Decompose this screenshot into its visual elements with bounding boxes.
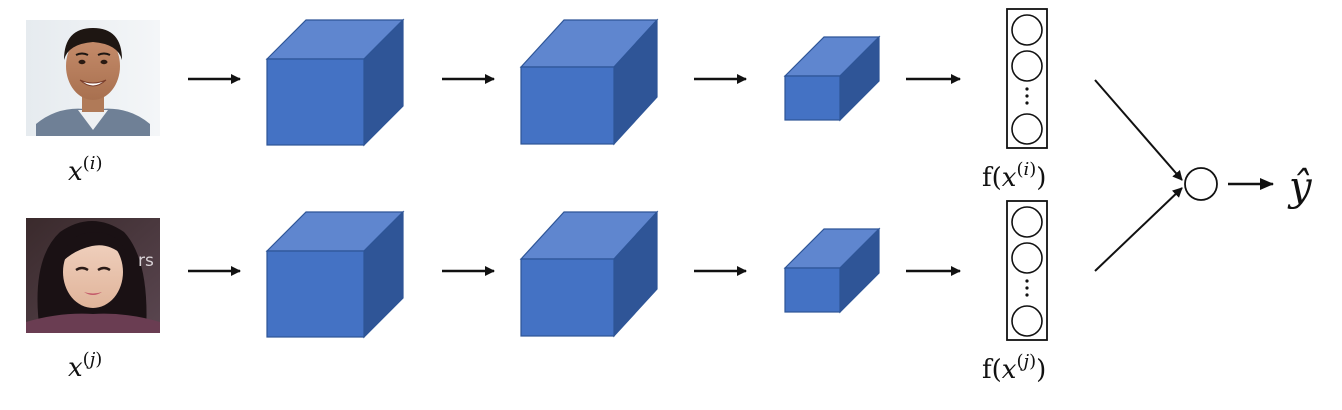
input-label-j: x(j) <box>68 349 102 383</box>
vector-node <box>1011 14 1043 46</box>
input-label-i-sup-var: i <box>90 153 96 174</box>
encoding-vector-j <box>1006 200 1048 341</box>
vector-node <box>1011 206 1043 238</box>
vector-node <box>1011 242 1043 274</box>
man-face-photo-icon <box>26 20 160 136</box>
vector-ellipsis-dot <box>1025 94 1029 98</box>
vector-ellipsis-dot <box>1025 279 1029 283</box>
encoding-label-i-sup-var: i <box>1023 159 1029 180</box>
vector-ellipsis-dot <box>1025 286 1029 290</box>
input-label-j-sup-var: j <box>86 349 96 370</box>
woman-face-photo-icon: rs <box>26 218 160 333</box>
encoding-label-i-sup-close: ) <box>1029 159 1036 180</box>
vector-ellipsis-dot <box>1025 101 1029 105</box>
encoding-label-i-base: x <box>1002 163 1017 193</box>
input-label-j-sup-close: ) <box>95 349 102 370</box>
input-label-j-base: x <box>68 353 83 383</box>
input-label-i-sup-open: ( <box>83 153 90 174</box>
vector-ellipsis-dot <box>1025 293 1029 297</box>
cube-front-face <box>520 258 615 337</box>
vector-node <box>1011 50 1043 82</box>
vector-node <box>1011 305 1043 337</box>
conv-block-row1-1 <box>265 18 405 147</box>
input-label-j-sup-open: ( <box>83 349 90 370</box>
cube-front-face <box>266 58 365 146</box>
encoding-label-j-f: f( <box>982 355 1002 385</box>
encoding-label-j-sup-open: ( <box>1016 351 1023 372</box>
merge-arrow-top <box>1094 79 1183 181</box>
input-label-i-base: x <box>68 157 83 187</box>
conv-block-row2-1 <box>265 210 405 339</box>
output-label: ŷ <box>1287 164 1313 210</box>
conv-block-row2-2 <box>519 210 659 338</box>
cube-front-face <box>784 75 841 121</box>
vector-node <box>1011 113 1043 145</box>
photo-overlay-text: rs <box>138 251 154 271</box>
photo1 <box>26 20 160 136</box>
cube-front-face <box>784 267 841 313</box>
conv-block-row1-3 <box>783 35 881 122</box>
encoding-label-i-close: ) <box>1036 163 1046 193</box>
input-label-i: x(i) <box>68 153 103 187</box>
encoding-label-i-sup-open: ( <box>1016 159 1023 180</box>
cube-front-face <box>266 250 365 338</box>
encoding-vector-i <box>1006 8 1048 149</box>
vector-ellipsis-dot <box>1025 87 1029 91</box>
input-label-i-sup-close: ) <box>95 153 102 174</box>
photo2: rs <box>26 218 160 333</box>
encoding-label-j-base: x <box>1002 355 1017 385</box>
conv-block-row1-2 <box>519 18 659 146</box>
conv-block-row2-3 <box>783 227 881 314</box>
encoding-label-j: f(x(j)) <box>982 351 1046 385</box>
encoding-label-i: f(x(i)) <box>982 159 1046 193</box>
encoding-label-i-f: f( <box>982 163 1002 193</box>
encoding-label-j-close: ) <box>1036 355 1046 385</box>
output-neuron <box>1184 167 1218 201</box>
cube-front-face <box>520 66 615 145</box>
merge-arrow-bottom <box>1094 187 1183 272</box>
encoding-label-j-sup-var: j <box>1019 351 1029 372</box>
encoding-label-j-sup-close: ) <box>1029 351 1036 372</box>
